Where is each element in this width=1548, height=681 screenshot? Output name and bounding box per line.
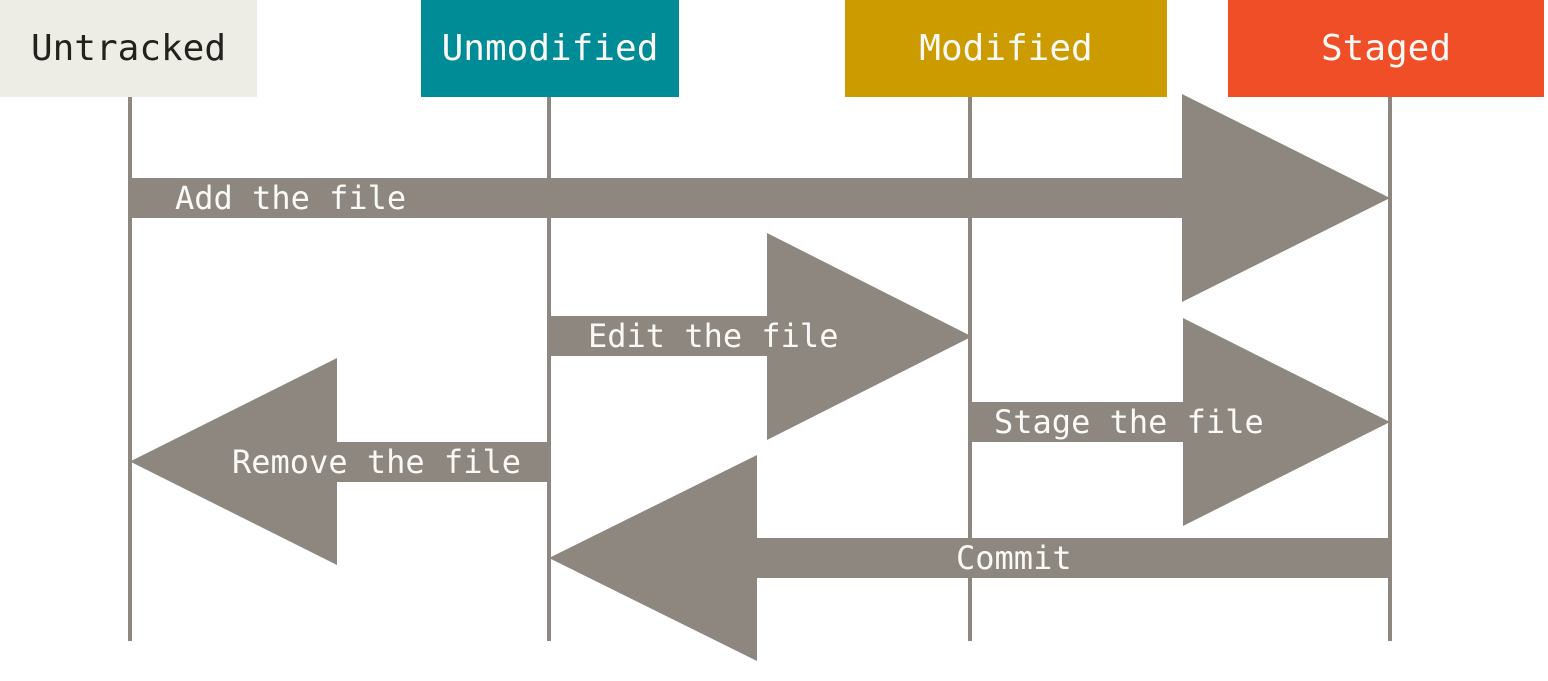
state-label-untracked: Untracked — [30, 28, 227, 69]
state-label-modified: Modified — [919, 28, 1093, 69]
lifeline-unmodified — [547, 97, 551, 641]
state-box-unmodified: Unmodified — [421, 0, 679, 97]
state-label-unmodified: Unmodified — [441, 28, 659, 69]
transition-label: Add the file — [175, 179, 407, 217]
transition-label: Remove the file — [232, 443, 521, 481]
transition-label: Stage the file — [994, 403, 1264, 441]
arrow-head-right-icon — [1182, 94, 1390, 302]
arrow-shaft — [757, 538, 1390, 578]
arrow-head-left-icon — [549, 455, 757, 661]
state-box-staged: Staged — [1228, 0, 1544, 97]
state-box-modified: Modified — [845, 0, 1167, 97]
lifeline-modified — [968, 97, 972, 641]
lifeline-untracked — [128, 97, 132, 641]
arrow-shaft — [130, 178, 1182, 218]
transition-label: Commit — [956, 539, 1072, 577]
arrow-shaft — [549, 316, 767, 356]
state-box-untracked: Untracked — [0, 0, 257, 97]
lifeline-staged — [1388, 97, 1392, 641]
arrow-shaft — [337, 442, 549, 482]
state-label-staged: Staged — [1320, 28, 1452, 69]
transition-label: Edit the file — [588, 317, 839, 355]
arrow-shaft — [969, 402, 1183, 442]
